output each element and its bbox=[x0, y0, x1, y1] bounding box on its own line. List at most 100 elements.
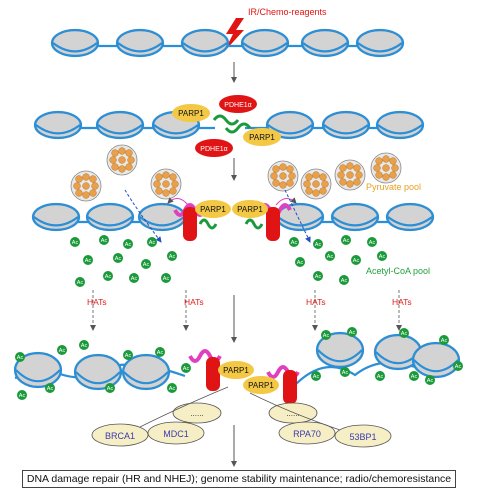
acetyl-circle bbox=[340, 367, 350, 377]
pyruvate-molecule bbox=[303, 180, 311, 188]
pyruvate-molecule bbox=[91, 182, 99, 190]
repair-factor-node bbox=[278, 421, 336, 445]
nucleosome bbox=[31, 202, 81, 232]
pyruvate-molecule bbox=[279, 181, 287, 189]
pyruvate-molecule bbox=[319, 187, 327, 195]
dna-wrap bbox=[357, 42, 403, 53]
acetyl-circle bbox=[409, 371, 419, 381]
pyruvate-molecule bbox=[382, 173, 390, 181]
pyruvate-molecule bbox=[162, 171, 170, 179]
repair-factor-label: BRCA1 bbox=[105, 431, 135, 441]
pyruvate-molecule bbox=[125, 163, 133, 171]
pyruvate-molecule bbox=[89, 189, 97, 197]
dna-wrap bbox=[317, 349, 363, 363]
pyruvate-molecule bbox=[353, 164, 361, 172]
nucleosome bbox=[240, 28, 290, 58]
pyruvate-molecule bbox=[375, 157, 383, 165]
acetyl-label: Ac bbox=[441, 338, 448, 344]
pyruvate-molecule bbox=[169, 173, 177, 181]
pyruvate-molecule bbox=[286, 179, 294, 187]
acetyl-label: Ac bbox=[183, 366, 190, 372]
acetyl-circle bbox=[57, 345, 67, 355]
dna-wrap bbox=[75, 371, 121, 385]
repair-factor-node bbox=[334, 424, 392, 448]
dna-wrap bbox=[323, 124, 369, 135]
acetyl-label: Ac bbox=[327, 254, 334, 260]
acetyl-circle bbox=[347, 327, 357, 337]
repair-factor-node bbox=[172, 402, 222, 424]
acetyl-mark: Ac bbox=[141, 259, 151, 269]
acetyl-label: Ac bbox=[377, 374, 384, 380]
hats-label: HATs bbox=[306, 297, 326, 307]
pyruvate-molecule bbox=[109, 156, 117, 164]
acetyl-mark: Ac bbox=[453, 361, 463, 371]
acetyl-label: Ac bbox=[323, 333, 330, 339]
acetyl-label: Ac bbox=[19, 393, 26, 399]
dna-wrap bbox=[242, 42, 288, 53]
parp1-node bbox=[243, 376, 279, 394]
acetyl-label: Ac bbox=[369, 240, 376, 246]
outcome-box: DNA damage repair (HR and NHEJ); genome … bbox=[22, 470, 456, 488]
acetyl-label: Ac bbox=[143, 262, 150, 268]
acetyl-mark: Ac bbox=[99, 235, 109, 245]
acetyl-label: Ac bbox=[297, 260, 304, 266]
acetyl-mark: Ac bbox=[45, 383, 55, 393]
acetyl-circle bbox=[83, 255, 93, 265]
pyruvate-molecule bbox=[279, 172, 287, 180]
repair-factors-left: BRCA1 MDC1 ...... bbox=[91, 386, 229, 447]
pyruvate-clusters bbox=[70, 144, 402, 202]
pdhe1a-node bbox=[195, 139, 233, 157]
pyruvate-molecule bbox=[75, 175, 83, 183]
dna-wrap bbox=[411, 341, 461, 379]
acetyl-circle bbox=[399, 328, 409, 338]
pyruvate-molecule bbox=[389, 171, 397, 179]
acetyl-circle bbox=[167, 251, 177, 261]
nucleosome bbox=[411, 341, 461, 379]
acetyl-circle bbox=[321, 330, 331, 340]
acetyl-mark: Ac bbox=[129, 273, 139, 283]
parp1-label: PARP1 bbox=[178, 109, 204, 118]
acetyl-mark: Ac bbox=[123, 350, 133, 360]
dna-wrap bbox=[180, 28, 230, 58]
par-chain-left bbox=[212, 114, 240, 126]
pyruvate-molecule bbox=[346, 171, 354, 179]
pyruvate-molecule bbox=[118, 165, 126, 173]
acetyl-label: Ac bbox=[343, 238, 350, 244]
pyruvate-molecule bbox=[171, 180, 179, 188]
acetyl-mark: Ac bbox=[147, 237, 157, 247]
acetyl-label: Ac bbox=[125, 242, 132, 248]
pyruvate-molecule bbox=[288, 172, 296, 180]
acetyl-mark: Ac bbox=[167, 383, 177, 393]
acetyl-circle bbox=[155, 347, 165, 357]
dna-wrap bbox=[15, 369, 61, 383]
acetyl-circle bbox=[425, 375, 435, 385]
pyruvate-molecule bbox=[391, 164, 399, 172]
acetyl-mark: Ac bbox=[17, 390, 27, 400]
pdhe1a-node bbox=[283, 370, 297, 404]
acetyl-circle bbox=[377, 251, 387, 261]
acetyl-circle bbox=[70, 237, 80, 247]
repair-factor-label: 53BP1 bbox=[349, 432, 376, 442]
acetyl-mark: Ac bbox=[339, 275, 349, 285]
pdhe1a-node bbox=[219, 95, 257, 113]
acetyl-mark: Ac bbox=[321, 330, 331, 340]
nucleosome bbox=[265, 110, 315, 140]
pyruvate-molecule bbox=[111, 163, 119, 171]
parp1-label: PARP1 bbox=[248, 381, 274, 390]
acetyl-label: Ac bbox=[169, 254, 176, 260]
acetyl-mark: Ac bbox=[75, 277, 85, 287]
repair-factors-right: ...... RPA70 53BP1 bbox=[249, 392, 392, 448]
conversion-arrow bbox=[275, 197, 297, 206]
acetyl-label: Ac bbox=[105, 274, 112, 280]
hats-labels: HATs HATs HATs HATs bbox=[87, 297, 412, 307]
pyruvate-molecule bbox=[82, 182, 90, 190]
repair-factor-label: MDC1 bbox=[163, 429, 189, 439]
dna-wrap bbox=[115, 28, 165, 58]
repair-factor-label: ...... bbox=[190, 409, 203, 418]
acetyl-mark: Ac bbox=[123, 239, 133, 249]
pyruvate-molecule bbox=[155, 173, 163, 181]
acetyl-mark: Ac bbox=[341, 235, 351, 245]
dna-wrap bbox=[95, 110, 145, 140]
acetyl-label: Ac bbox=[157, 350, 164, 356]
nucleosome bbox=[95, 110, 145, 140]
